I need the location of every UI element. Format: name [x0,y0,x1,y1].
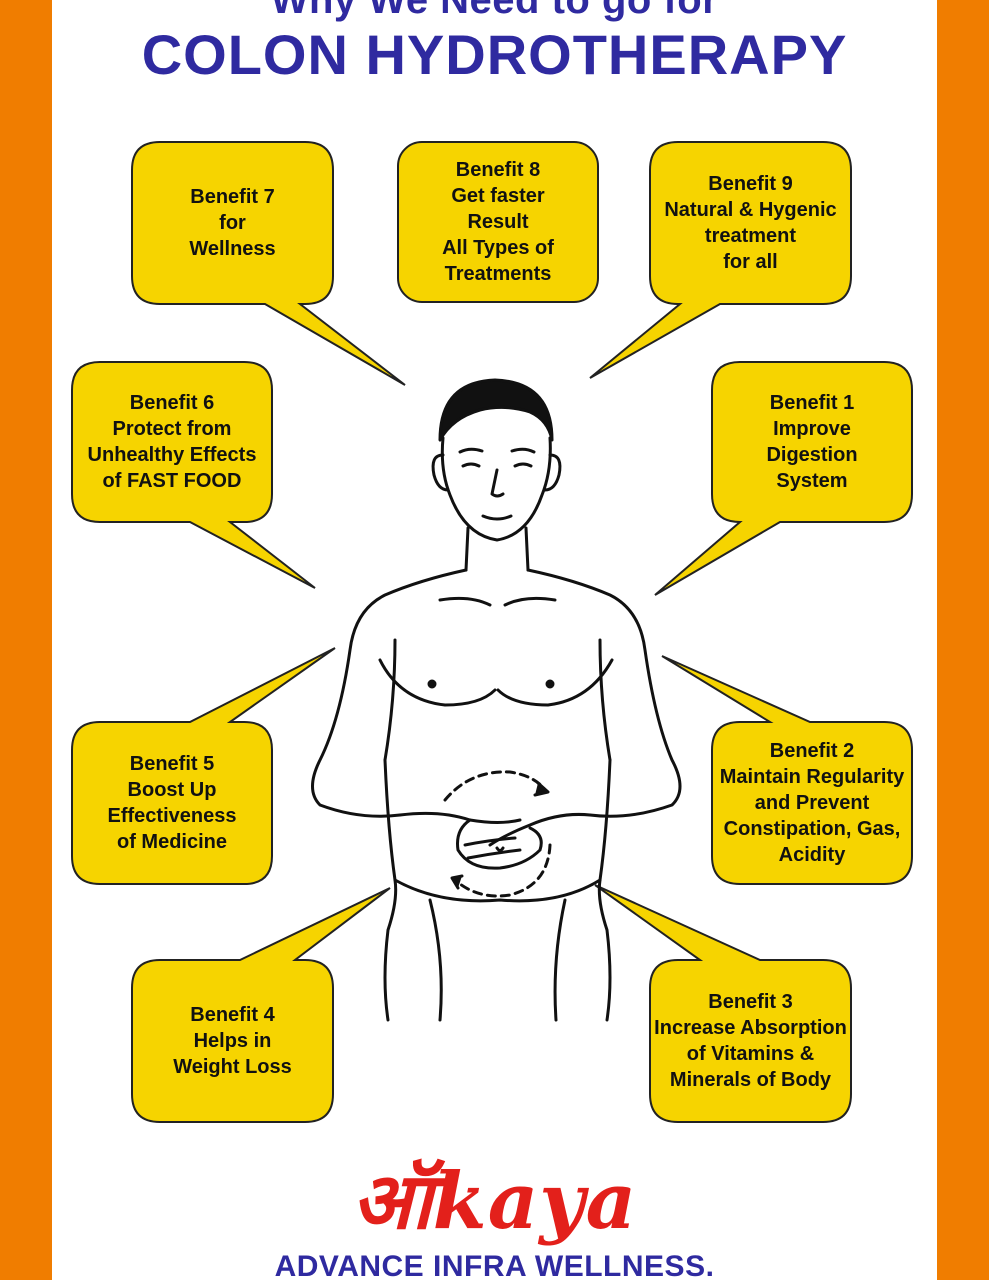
poster-title: COLON HYDROTHERAPY [141,23,848,86]
bubble-benefit-3 [594,884,852,1123]
bubble-benefit-7 [131,141,406,386]
company-name: ADVANCE INFRA WELLNESS. [274,1250,715,1280]
bubble-benefit-2 [661,655,913,885]
poster-subtitle: Why We Need to go for [270,0,719,22]
brand-logo: ऑkaya [351,1156,638,1247]
bubble-benefit-9 [589,141,852,379]
right-orange-border [937,0,989,1280]
bubble-benefit-5 [71,647,336,885]
bubble-benefit-6 [71,361,316,589]
bubble-benefit-8 [397,141,599,303]
left-orange-border [0,0,52,1280]
bubble-benefit-4 [131,887,391,1123]
bubble-benefit-1 [654,361,913,596]
human-torso-line-drawing-icon [311,378,682,1022]
